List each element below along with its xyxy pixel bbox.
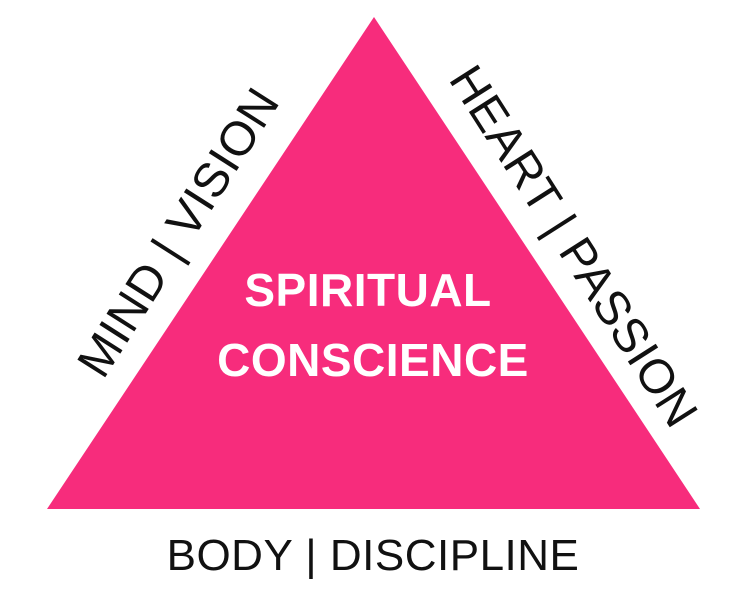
pink-triangle: [47, 17, 700, 509]
center-label-line1: SPIRITUAL: [244, 264, 491, 316]
base-label: BODY | DISCIPLINE: [167, 531, 580, 580]
center-label-line2: CONSCIENCE: [217, 334, 529, 386]
